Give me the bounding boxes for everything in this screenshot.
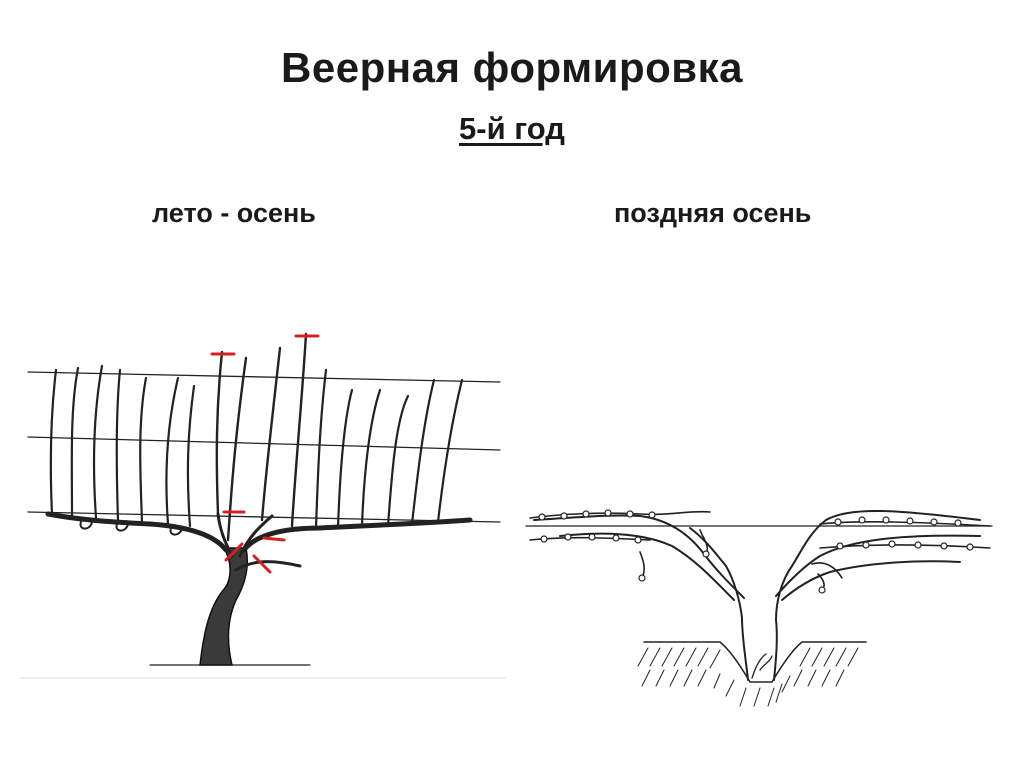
trellis-wire-top [27,371,501,383]
diagram-subtitle: 5-й год [0,111,1024,147]
vine-late-autumn-illustration [525,509,993,707]
diagram-title: Веерная формировка [281,44,743,91]
vine-trunk [725,565,793,681]
trellis-wire-bottom [27,511,501,523]
caption-summer-autumn: лето - осень [152,198,316,228]
trellis-wire-middle [27,436,501,451]
caption-late-autumn: поздняя осень [614,198,812,228]
vine-arm-left [559,527,735,601]
pruning-marks [210,334,320,574]
vine-arm-left [45,511,229,553]
vine-arm-right [241,517,473,553]
ground-trench [643,641,867,683]
subtitle-text: 5-й год [459,111,565,146]
vine-arm-right [775,534,981,597]
vine-summer-illustration [19,332,506,679]
vine-trunk [199,547,248,666]
